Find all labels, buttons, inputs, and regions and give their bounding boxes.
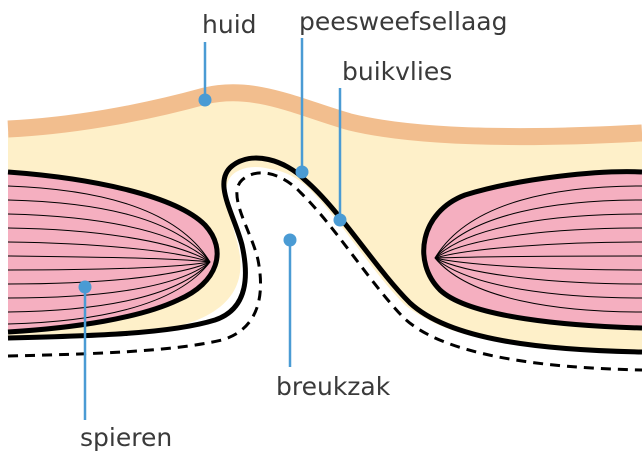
leader-buikvlies-dot [334,214,347,227]
leader-spieren-dot [79,281,92,294]
label-peesweefsellaag: peesweefsellaag [299,7,507,36]
label-buikvlies: buikvlies [342,57,452,86]
leader-huid-dot [199,94,212,107]
label-spieren: spieren [80,423,172,452]
label-breukzak: breukzak [276,372,391,401]
leader-peesweefsellaag-dot [296,166,309,179]
label-huid: huid [202,10,257,39]
leader-breukzak-dot [284,234,297,247]
